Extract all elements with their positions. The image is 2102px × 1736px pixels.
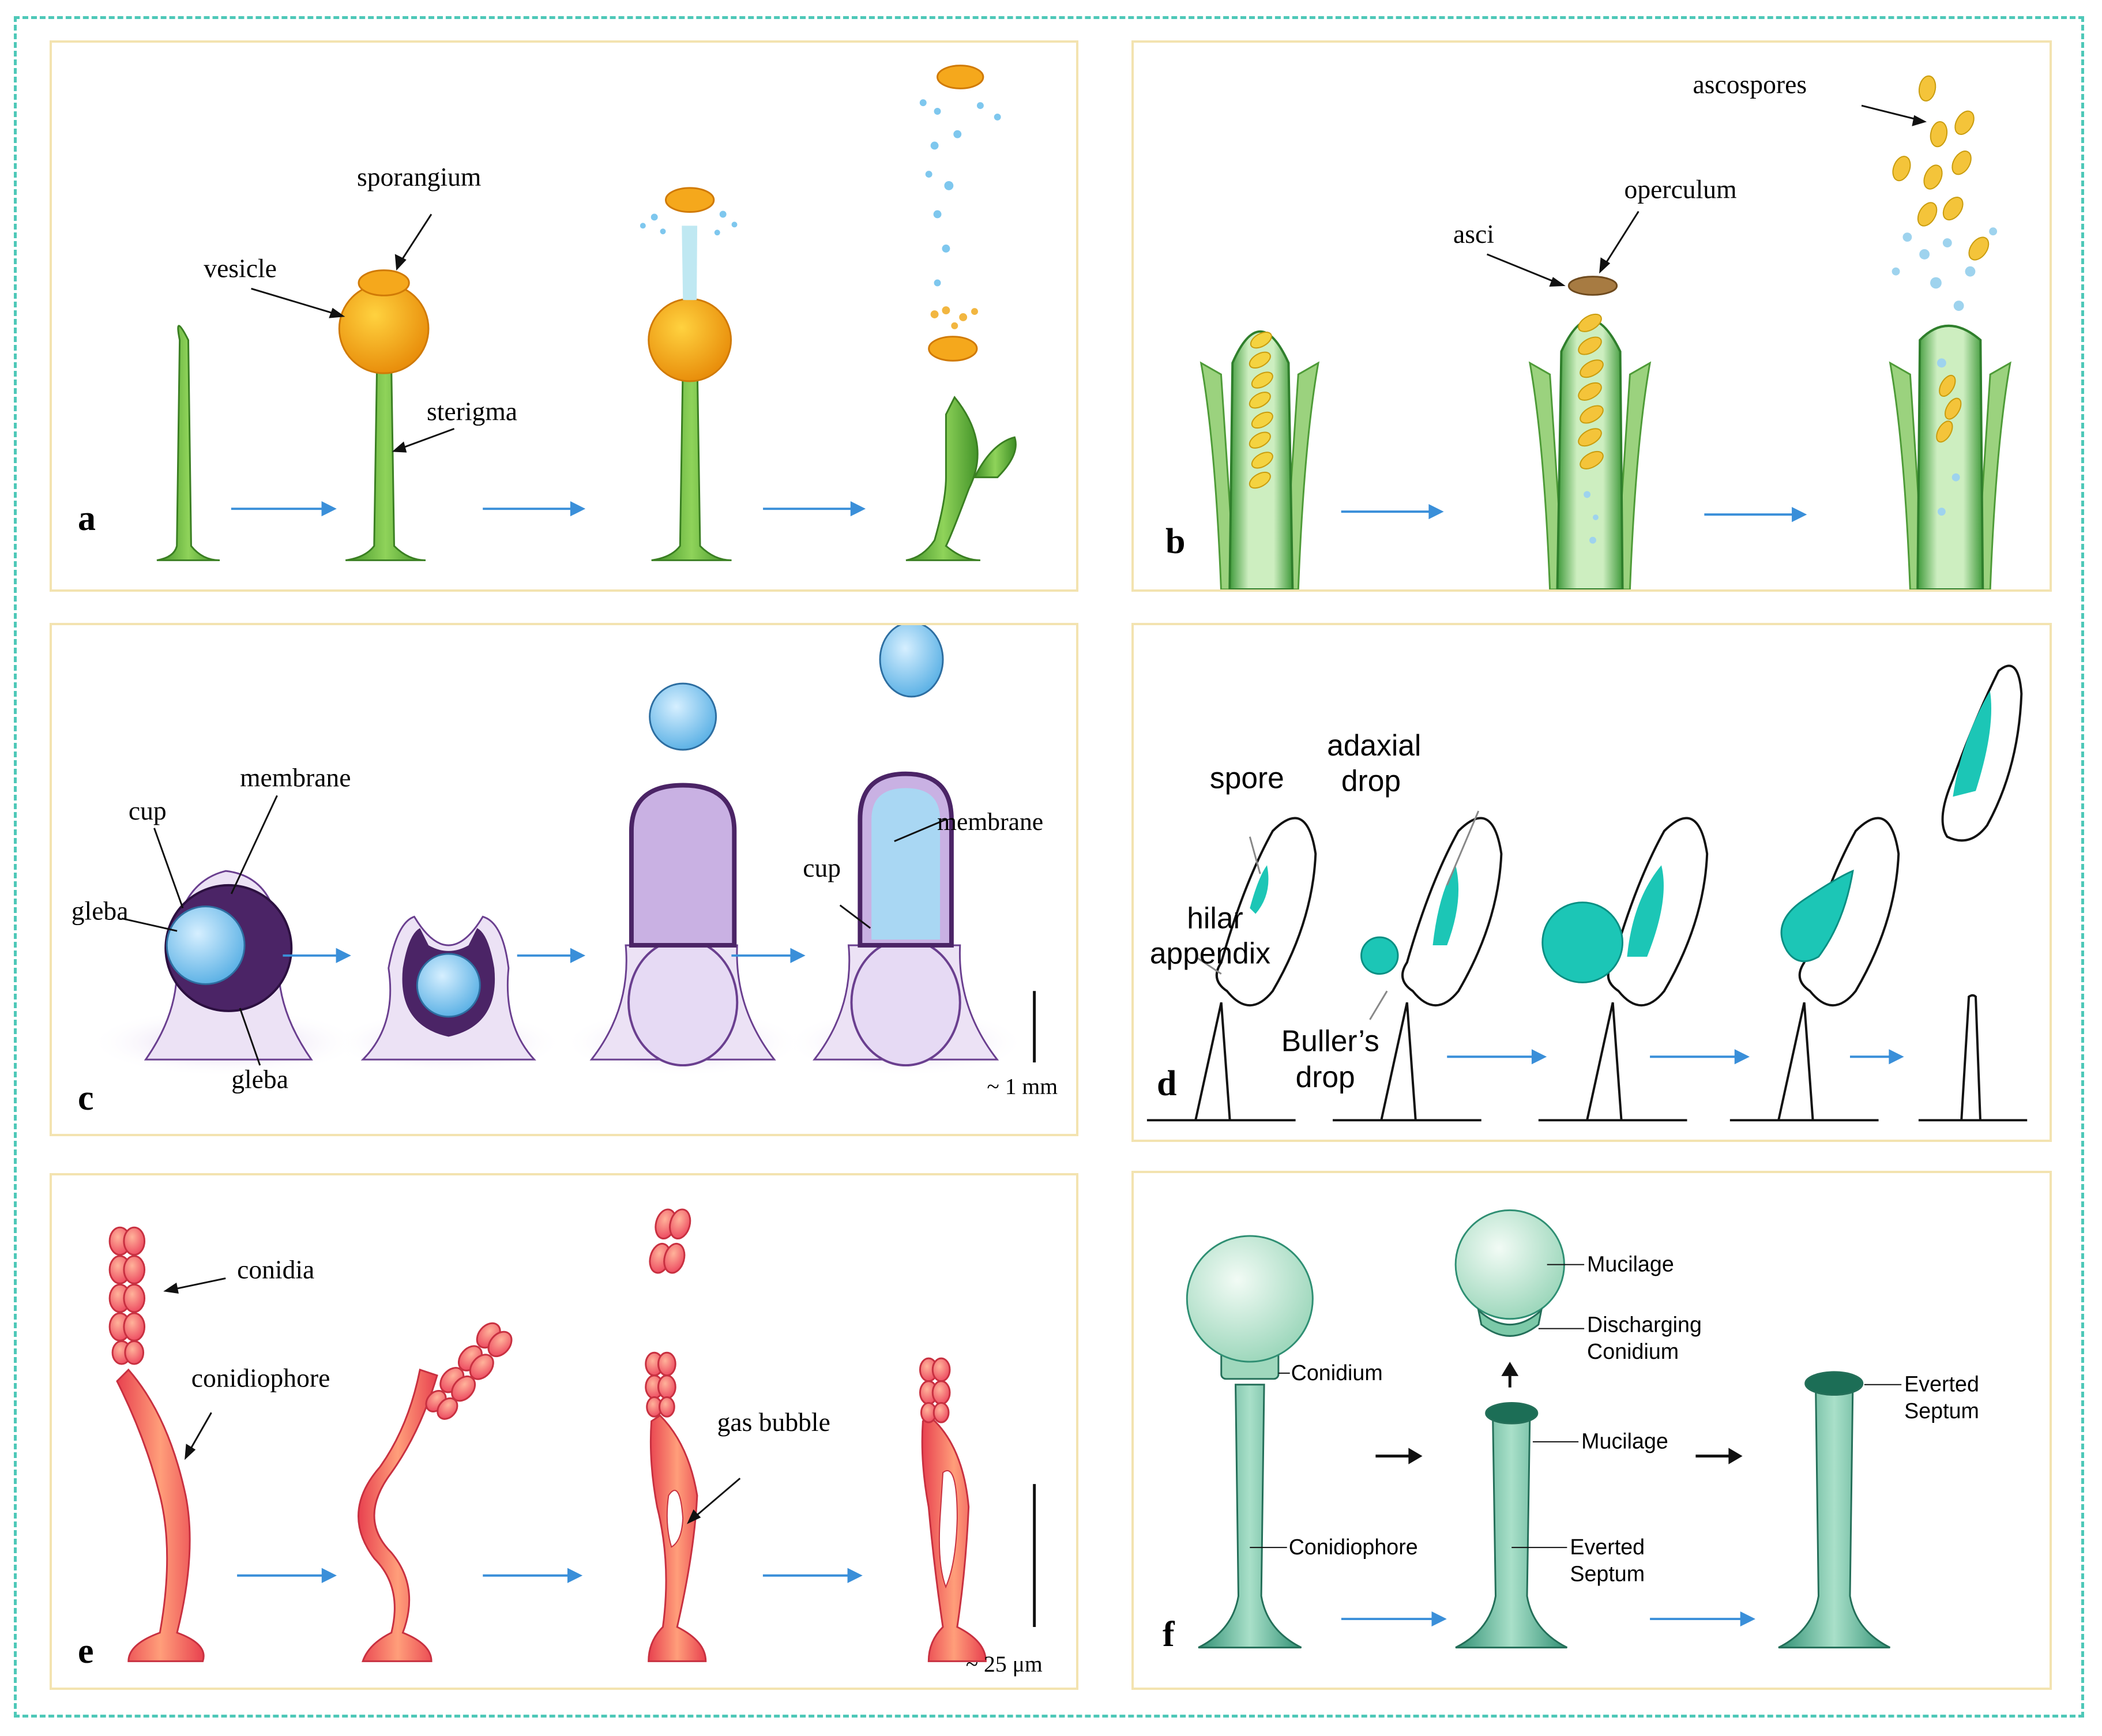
label-everted-mid-line1: Everted (1570, 1535, 1645, 1559)
panel-a-illustration: sporangium vesicle sterigma (156, 65, 1017, 561)
panel-d-sterigmata (1146, 994, 2028, 1122)
label-gas-bubble: gas bubble (717, 1407, 830, 1437)
conidiophore-stage-4 (919, 1357, 987, 1662)
panel-letter-c: c (78, 1079, 94, 1118)
panel-letter-d: d (1157, 1064, 1177, 1103)
conidiophore-stage-1 (108, 1226, 205, 1662)
label-buller-line2: drop (1296, 1060, 1355, 1094)
panel-c: cup membrane gleba gleba cup membrane ~ … (50, 623, 1078, 1136)
panel-a-leaders (251, 213, 455, 453)
label-buller-line1: Buller’s (1281, 1024, 1379, 1057)
panel-d-illustration: spore adaxial drop hilar appendix Buller… (1146, 664, 2028, 1122)
dashed-outer-frame (14, 16, 2084, 1718)
basidiospore-stage-3 (1541, 817, 1709, 1006)
panel-letter-e: e (78, 1632, 94, 1671)
basidiospore-stage-2 (1360, 817, 1503, 1006)
conidiophore-stage-2 (358, 1322, 513, 1662)
scale-label-c: ~ 1 mm (987, 1074, 1058, 1099)
label-discharging-line1: Discharging (1587, 1313, 1702, 1337)
label-hilar-line2: appendix (1150, 937, 1270, 970)
basidiospore-stage-1 (1215, 817, 1317, 1006)
ascus-stage-3 (1889, 75, 2011, 589)
ascus-stage-2 (1528, 276, 1652, 589)
sporangiophore-stage-2 (338, 269, 430, 561)
label-gleba-lower: gleba (231, 1065, 288, 1094)
ascus-stage-1 (1199, 330, 1320, 589)
sphaerobolus-stage-4 (785, 625, 1026, 1077)
label-ascospores: ascospores (1693, 69, 1807, 99)
basidiospore-stage-4 (1780, 817, 1900, 1006)
panel-c-illustration: cup membrane gleba gleba cup membrane ~ … (72, 625, 1058, 1099)
label-membrane-right: membrane (937, 808, 1043, 836)
sphaerobolus-stage-2 (334, 915, 563, 1074)
label-mucilage-mid: Mucilage (1581, 1429, 1668, 1453)
scale-label-e: ~ 25 μm (966, 1651, 1043, 1677)
label-asci: asci (1453, 219, 1494, 249)
sporangiophore-stage-3 (640, 187, 738, 561)
panel-e-arrows (237, 1568, 863, 1583)
panel-b-illustration: ascospores operculum asci (1199, 69, 2011, 589)
panel-a: sporangium vesicle sterigma a (50, 40, 1078, 592)
conidiophore-stage-3 (645, 1208, 707, 1662)
label-everted-right-line2: Septum (1904, 1399, 1979, 1423)
stalk-stage-1 (156, 325, 220, 561)
basidiospore-stage-5 (1941, 664, 2023, 842)
label-sporangium: sporangium (357, 162, 481, 191)
label-everted-right-line1: Everted (1904, 1372, 1979, 1396)
label-hilar-line1: hilar (1187, 901, 1243, 934)
label-mucilage-top: Mucilage (1587, 1252, 1674, 1276)
panel-d: spore adaxial drop hilar appendix Buller… (1131, 623, 2052, 1142)
panel-letter-a: a (78, 499, 96, 538)
panel-e: conidia conidiophore gas bubble ~ 25 μm … (50, 1173, 1078, 1690)
panel-d-arrows (1447, 1049, 1904, 1065)
conidiophore-f-stage-1 (1186, 1235, 1314, 1649)
panel-b: ascospores operculum asci b (1131, 40, 2052, 592)
panel-f-black-arrows (1375, 1448, 1743, 1464)
label-cup: cup (129, 796, 167, 825)
panel-b-arrows (1341, 504, 1807, 523)
panel-c-arrows (283, 948, 806, 963)
panel-a-arrows (231, 501, 866, 517)
label-sterigma: sterigma (427, 396, 517, 426)
panel-f-illustration: Conidium Conidiophore Mucilage Dischargi… (1186, 1209, 1979, 1649)
conidiophore-f-stage-2 (1454, 1209, 1568, 1649)
sporangiophore-stage-4 (905, 65, 1017, 561)
label-operculum: operculum (1625, 175, 1737, 204)
panel-b-leaders (1486, 104, 1927, 287)
panel-d-leaders (1195, 810, 1480, 1020)
label-vesicle: vesicle (204, 254, 277, 283)
sphaerobolus-stage-1 (88, 870, 363, 1077)
label-discharging-line2: Conidium (1587, 1339, 1679, 1363)
panel-letter-b: b (1165, 522, 1186, 561)
sphaerobolus-stage-3 (563, 682, 803, 1077)
panel-f-arrows (1341, 1611, 1755, 1627)
panel-c-leaders (121, 795, 946, 1066)
panel-e-illustration: conidia conidiophore gas bubble ~ 25 μm (108, 1208, 1043, 1677)
label-adaxial-line2: drop (1341, 764, 1401, 797)
conidiophore-f-stage-3 (1778, 1371, 1891, 1649)
panel-letter-f: f (1163, 1615, 1175, 1654)
panel-f-leaders (1250, 1264, 1902, 1549)
panel-e-leaders (163, 1277, 741, 1524)
panel-f: Conidium Conidiophore Mucilage Dischargi… (1131, 1171, 2052, 1690)
label-conidiophore-f: Conidiophore (1289, 1535, 1418, 1559)
label-spore: spore (1210, 761, 1284, 794)
label-conidia: conidia (237, 1254, 314, 1284)
label-membrane: membrane (240, 762, 351, 792)
label-everted-mid-line2: Septum (1570, 1562, 1645, 1586)
label-adaxial-line1: adaxial (1327, 728, 1421, 762)
label-gleba-upper: gleba (72, 896, 129, 925)
label-conidiophore: conidiophore (191, 1363, 330, 1393)
label-conidium: Conidium (1291, 1361, 1383, 1385)
label-cup-right: cup (803, 853, 841, 882)
